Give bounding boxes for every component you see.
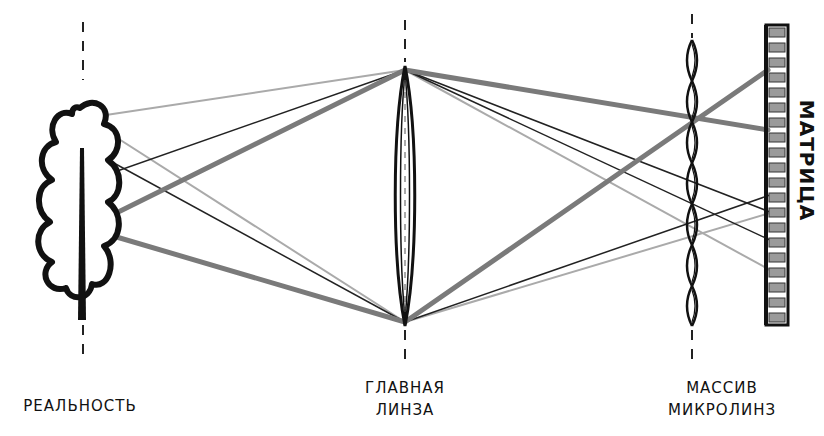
main-lens-label: ГЛАВНАЯ ЛИНЗА: [350, 378, 460, 422]
main-lens: [395, 66, 415, 326]
tree-figure: [38, 103, 119, 320]
microlens-label: МАССИВ МИКРОЛИНЗ: [660, 378, 785, 422]
sensor-label: МАТРИЦА: [792, 95, 821, 225]
microlens-array: [687, 40, 697, 326]
light-rays: [86, 70, 770, 322]
object-label: РЕАЛЬНОСТЬ: [5, 396, 155, 418]
sensor-matrix: [766, 25, 788, 325]
